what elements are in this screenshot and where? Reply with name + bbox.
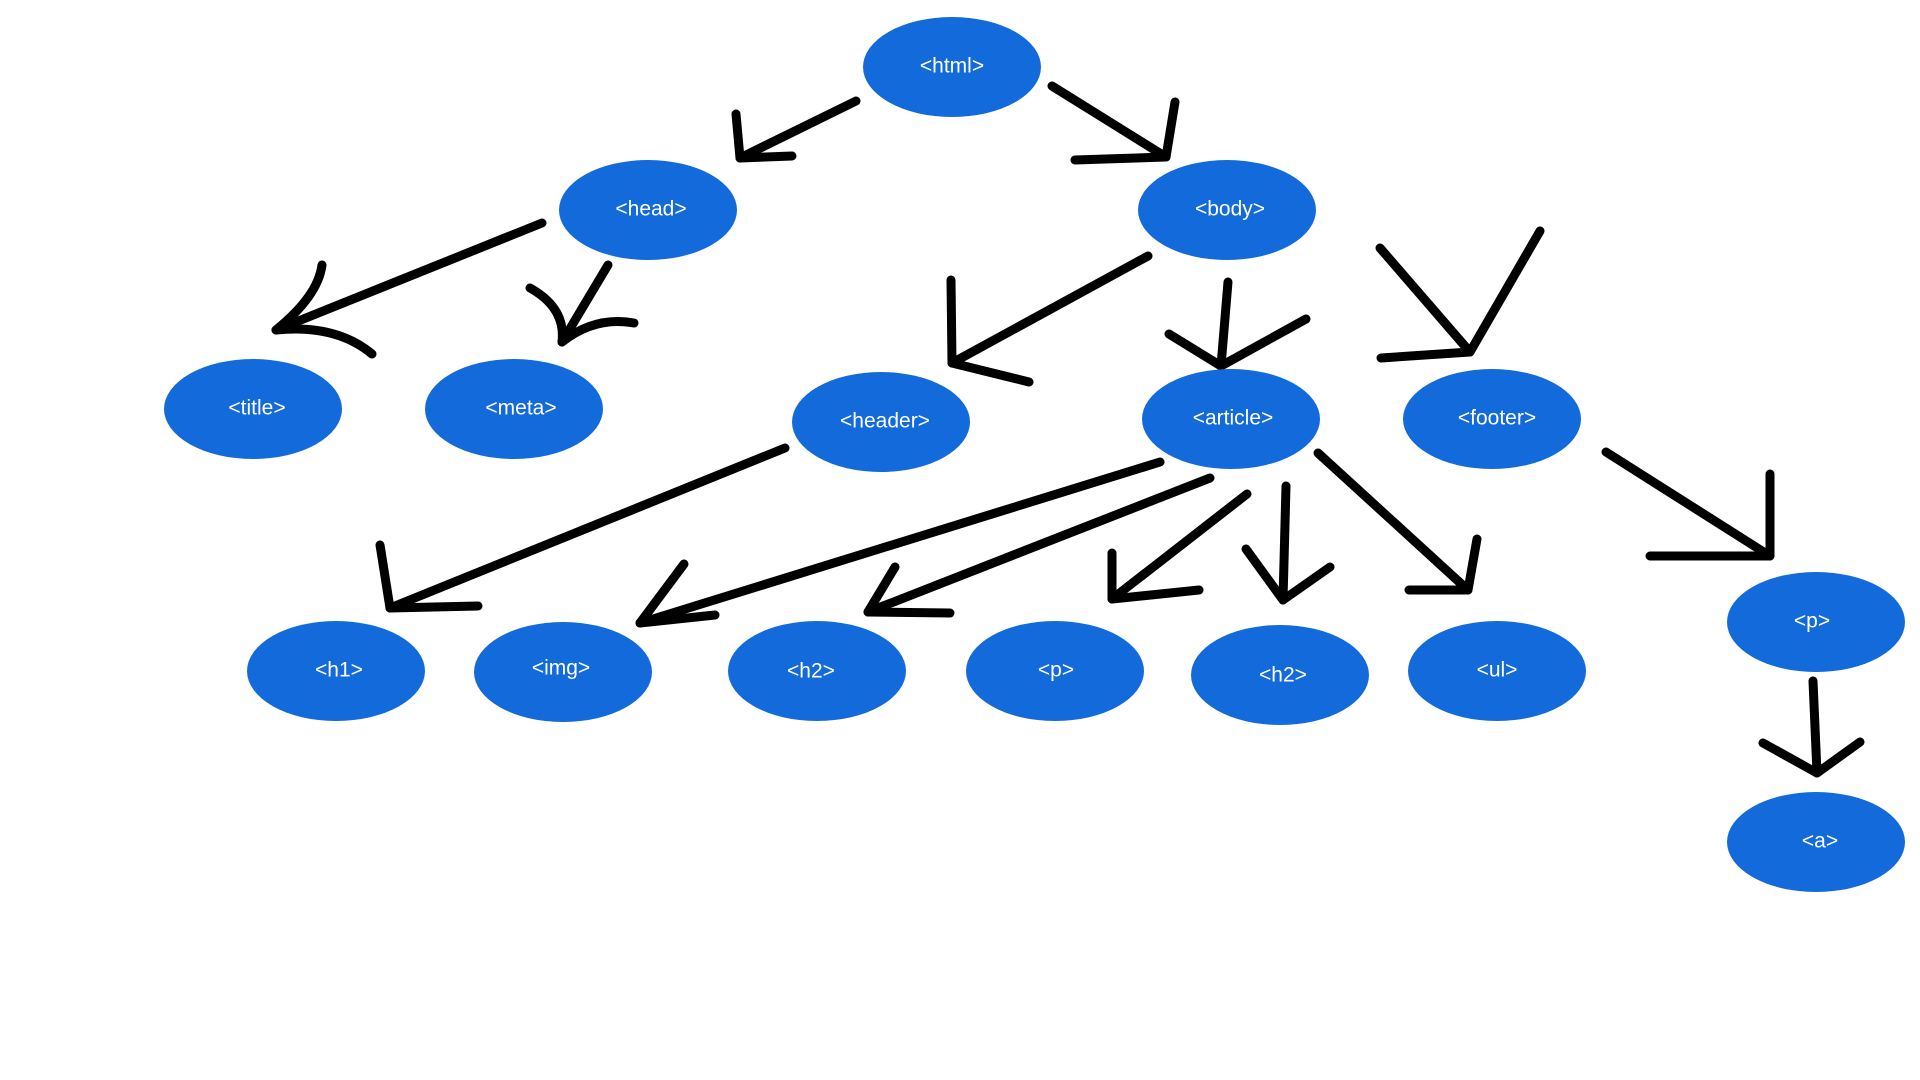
edge-footer-p bbox=[1601, 447, 1775, 561]
node-meta-label: <meta> bbox=[485, 397, 556, 420]
node-html-label: <html> bbox=[920, 55, 984, 78]
edge-body-footer bbox=[1375, 226, 1545, 363]
node-html: <html> bbox=[863, 17, 1041, 117]
node-ul: <ul> bbox=[1408, 621, 1586, 721]
node-footer: <footer> bbox=[1403, 369, 1581, 469]
node-a-label: <a> bbox=[1802, 830, 1838, 853]
edge-article-p bbox=[1107, 489, 1252, 604]
edge-head-meta bbox=[525, 260, 639, 347]
node-h2-second-label: <h2> bbox=[1259, 664, 1307, 687]
node-title: <title> bbox=[164, 359, 342, 459]
node-h2-first: <h2> bbox=[728, 621, 906, 721]
node-a: <a> bbox=[1727, 792, 1905, 892]
node-p-footer: <p> bbox=[1727, 572, 1905, 672]
edge-p-a bbox=[1758, 676, 1865, 778]
node-p-article: <p> bbox=[966, 621, 1144, 721]
node-body-label: <body> bbox=[1195, 198, 1265, 221]
edge-head-title bbox=[271, 218, 547, 359]
node-body: <body> bbox=[1138, 160, 1316, 260]
node-meta: <meta> bbox=[425, 359, 603, 459]
node-p-footer-label: <p> bbox=[1794, 610, 1830, 633]
edge-article-img bbox=[635, 457, 1165, 628]
edge-article-ul bbox=[1313, 448, 1482, 595]
node-header: <header> bbox=[792, 372, 970, 472]
node-img: <img> bbox=[474, 622, 652, 722]
node-head: <head> bbox=[559, 160, 737, 260]
edge-header-h1 bbox=[375, 443, 790, 613]
edge-body-header bbox=[946, 251, 1153, 387]
edge-body-article bbox=[1164, 277, 1311, 371]
node-article-label: <article> bbox=[1193, 407, 1274, 430]
node-footer-label: <footer> bbox=[1458, 407, 1536, 430]
node-ul-label: <ul> bbox=[1477, 659, 1518, 682]
edge-html-head bbox=[731, 96, 861, 163]
node-head-label: <head> bbox=[615, 198, 686, 221]
node-h1-label: <h1> bbox=[315, 659, 363, 682]
node-article: <article> bbox=[1142, 369, 1320, 469]
node-title-label: <title> bbox=[228, 397, 285, 420]
node-header-label: <header> bbox=[840, 410, 930, 433]
edge-article-h2-a bbox=[863, 473, 1215, 618]
node-h1: <h1> bbox=[247, 621, 425, 721]
edge-html-body bbox=[1047, 81, 1180, 165]
node-p-article-label: <p> bbox=[1038, 659, 1074, 682]
node-h2-first-label: <h2> bbox=[787, 660, 835, 683]
edge-article-h2-b bbox=[1241, 481, 1335, 605]
node-img-label: <img> bbox=[532, 657, 590, 680]
node-h2-second: <h2> bbox=[1191, 625, 1369, 725]
